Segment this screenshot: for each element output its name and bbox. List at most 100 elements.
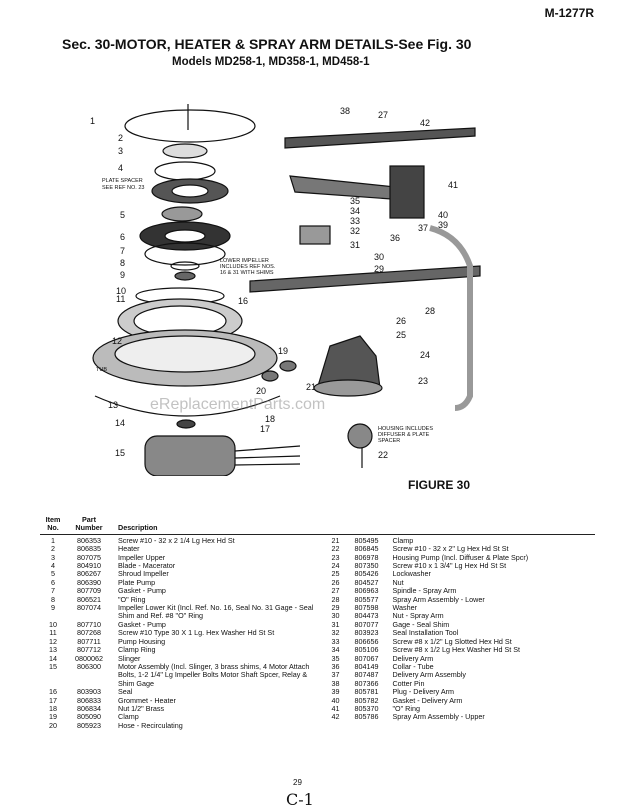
part-number: 807074 xyxy=(77,603,101,613)
part-description: Screw #10 - 32 x 2" Lg Hex Hd St St xyxy=(392,544,509,554)
item-number: 9 xyxy=(51,603,55,613)
part-number: 806353 xyxy=(77,535,101,545)
lower-spray-arm xyxy=(249,265,481,293)
part-description: Screw #8 x 1/2" Lg Slotted Hex Hd St xyxy=(392,636,512,646)
item-number: 27 xyxy=(331,586,340,596)
part-description: Screw #10 - 32 x 2 1/4 Lg Hex Hd St xyxy=(118,535,235,545)
table-header: Item No. Part Number Description xyxy=(40,515,595,535)
item-number: 36 xyxy=(331,661,340,671)
callout-23: 23 xyxy=(418,376,428,386)
header-part-number: Part Number xyxy=(75,515,103,533)
callout-7: 7 xyxy=(120,246,125,256)
part-description: Blade - Macerator xyxy=(118,561,176,571)
part-number: 805106 xyxy=(354,645,379,655)
part-number: 807075 xyxy=(77,552,101,562)
part-number: 805370 xyxy=(354,703,379,713)
shroud-impeller xyxy=(161,206,203,222)
callout-28: 28 xyxy=(425,306,435,316)
item-number: 7 xyxy=(51,586,55,596)
part-number: 0800062 xyxy=(75,653,103,663)
item-number: 40 xyxy=(331,695,340,705)
exploded-parts-diagram: 1 2 3 4 5 6 7 8 9 10 11 12 13 14 15 16 1… xyxy=(60,96,500,476)
item-number: 13 xyxy=(49,645,57,655)
part-number: 805090 xyxy=(77,712,101,722)
part-description: Washer xyxy=(392,603,417,613)
part-number: 806390 xyxy=(77,577,101,587)
item-number: 37 xyxy=(331,670,340,680)
item-number: 1 xyxy=(51,535,55,545)
impeller-upper xyxy=(162,143,208,159)
part-number: 807712 xyxy=(77,645,101,655)
part-number: 807067 xyxy=(354,653,379,663)
part-number: 806656 xyxy=(354,636,379,646)
callout-13: 13 xyxy=(108,400,118,410)
callout-22: 22 xyxy=(378,450,388,460)
callout-6: 6 xyxy=(120,232,125,242)
part-number: 806835 xyxy=(77,544,101,554)
item-number: 29 xyxy=(331,603,340,613)
item-number: 2 xyxy=(51,544,55,554)
part-number: 807350 xyxy=(354,561,379,571)
callout-37: 37 xyxy=(418,223,428,233)
callout-21: 21 xyxy=(306,382,316,392)
part-number: 804149 xyxy=(354,661,379,671)
part-number: 806978 xyxy=(354,552,379,562)
table-row: 13 807712 Clamp Ring xyxy=(40,645,314,655)
item-number: 19 xyxy=(49,712,57,722)
callout-12: 12 xyxy=(112,336,122,346)
note-housing-2: DIFFUSER & PLATE xyxy=(378,432,430,438)
callout-15: 15 xyxy=(115,448,125,458)
part-description: Screw #10 Type 30 X 1 Lg. Hex Washer Hd … xyxy=(118,628,275,638)
clamp-ring xyxy=(94,395,281,417)
part-description: Gasket - Delivery Arm xyxy=(392,695,463,705)
note-lower-impeller-3: 16 & 31 WITH SHIMS xyxy=(220,270,274,276)
part-description: Nut - Spray Arm xyxy=(392,611,444,621)
item-number: 12 xyxy=(49,636,57,646)
callout-24: 24 xyxy=(420,350,430,360)
item-number: 28 xyxy=(331,594,340,604)
table-row: 19 805090 Clamp xyxy=(40,712,314,722)
part-number: 803903 xyxy=(77,687,101,697)
callout-42: 42 xyxy=(420,118,430,128)
part-number: 805426 xyxy=(354,569,379,579)
part-description: Impeller Lower Kit (Incl. Ref. No. 16, S… xyxy=(118,603,314,621)
part-description: Clamp Ring xyxy=(118,645,156,655)
item-number: 41 xyxy=(331,703,340,713)
o-ring xyxy=(170,261,200,271)
macerator-blade xyxy=(154,161,216,181)
note-housing-1: HOUSING INCLUDES xyxy=(378,426,433,432)
part-number: 807366 xyxy=(354,678,379,688)
item-number: 4 xyxy=(51,561,55,571)
part-description: Spindle - Spray Arm xyxy=(392,586,457,596)
callout-17: 17 xyxy=(260,424,270,434)
part-description: Housing Pump (Incl. Diffuser & Plate Spc… xyxy=(392,552,529,562)
item-number: 14 xyxy=(49,653,57,663)
part-number: 806300 xyxy=(77,661,101,671)
item-number: 15 xyxy=(49,661,57,671)
diffuser-spacer xyxy=(347,423,373,449)
item-number: 42 xyxy=(331,712,340,722)
part-description: Clamp xyxy=(118,712,139,722)
item-number: 39 xyxy=(331,687,340,697)
part-description: Screw #8 x 1/2 Lg Hex Washer Hd St St xyxy=(392,645,521,655)
callout-10: 10 xyxy=(116,286,126,296)
part-number: 806845 xyxy=(354,544,379,554)
